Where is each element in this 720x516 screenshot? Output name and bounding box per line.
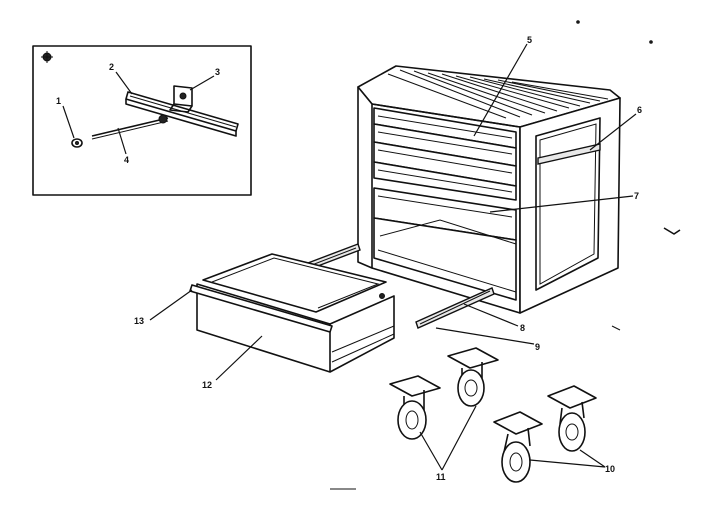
callout-10: 10 [605, 464, 615, 474]
casters [389, 347, 597, 483]
callout-7: 7 [634, 191, 639, 201]
callout-11: 11 [436, 472, 446, 482]
removed-drawer [189, 253, 395, 373]
callout-5: 5 [527, 35, 532, 45]
top-ribs [387, 69, 609, 119]
callout-labels: 1 2 3 4 5 6 7 8 9 10 11 12 13 [56, 35, 642, 482]
callout-8: 8 [520, 323, 525, 333]
callout-9: 9 [535, 342, 540, 352]
caster-swivel-back [547, 385, 597, 452]
inset-frame [32, 45, 252, 196]
leader-lines [62, 43, 637, 471]
callout-1: 1 [56, 96, 61, 106]
upper-drawers [373, 107, 517, 201]
chest-side [519, 97, 621, 314]
caster-rigid-back [447, 347, 499, 407]
callout-4: 4 [124, 155, 129, 165]
callout-12: 12 [202, 380, 212, 390]
stray-marks [330, 20, 681, 490]
drawer-lip [189, 284, 333, 333]
callout-3: 3 [215, 67, 220, 77]
side-window [535, 117, 601, 291]
caster-rigid-front [389, 375, 441, 440]
chest-front [357, 86, 373, 269]
callout-6: 6 [637, 105, 642, 115]
open-drawer-bay [373, 217, 517, 301]
inset-detail [32, 45, 252, 196]
callout-13: 13 [134, 316, 144, 326]
corner-mark-icon [41, 51, 53, 63]
caster-swivel-front [493, 411, 543, 483]
side-handle [537, 143, 601, 165]
callout-2: 2 [109, 62, 114, 72]
lock-nut [71, 138, 83, 148]
mounting-bracket [169, 85, 193, 113]
pivot-rod [91, 114, 169, 140]
tool-chest-body [357, 65, 621, 314]
